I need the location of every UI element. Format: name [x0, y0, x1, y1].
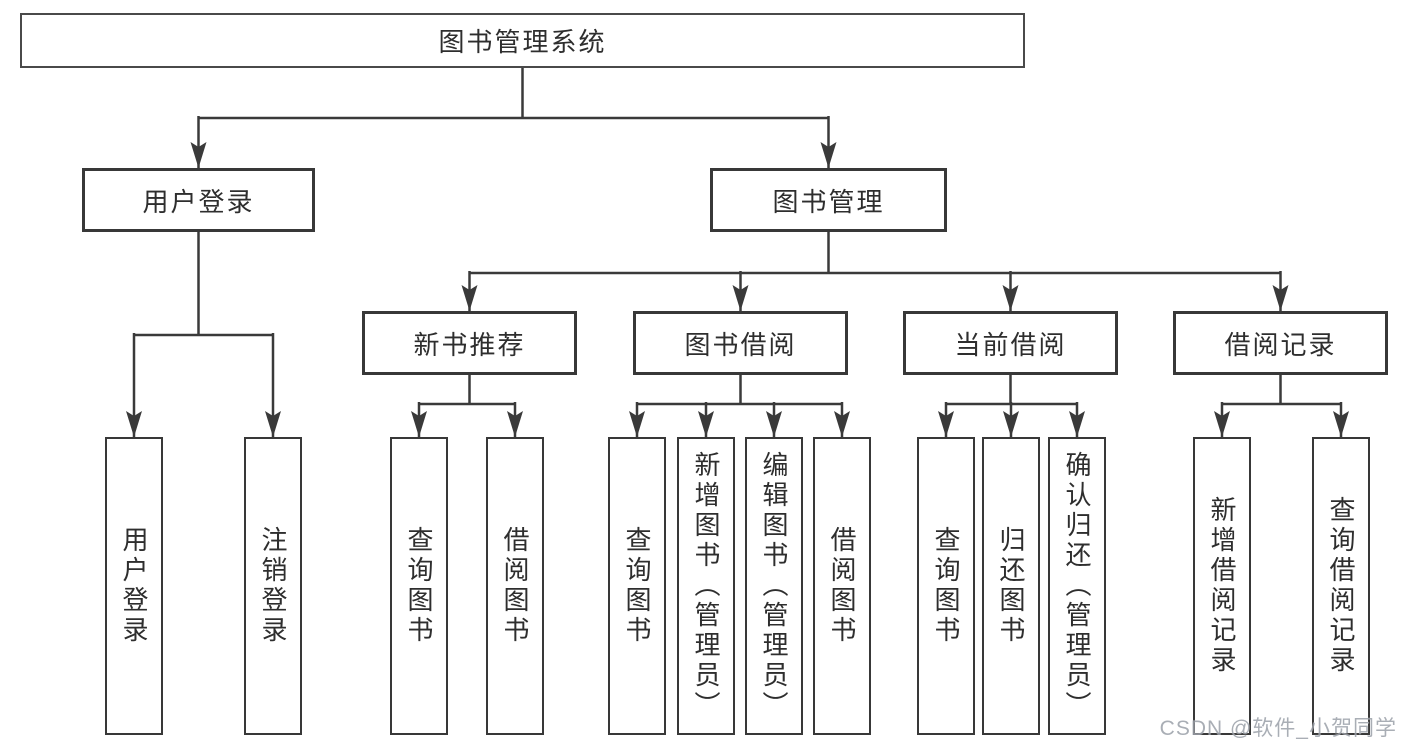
node-root-system: 图书管理系统 — [20, 13, 1025, 68]
csdn-watermark: CSDN @软件_小贺同学 — [1159, 717, 1397, 740]
leaf-current-confirm-return-admin: 确认归还（管理员） — [1048, 437, 1106, 735]
leaf-recommend-borrow-books: 借阅图书 — [486, 437, 544, 735]
leaf-recommend-query-books: 查询图书 — [390, 437, 448, 735]
leaf-user-login: 用户登录 — [105, 437, 163, 735]
node-borrowing-records-label: 借阅记录 — [1224, 329, 1337, 360]
leaf-borrowing-add-books-admin-label: 新增图书（管理员） — [691, 451, 721, 721]
node-book-borrowing-label: 图书借阅 — [684, 329, 797, 360]
leaf-recommend-query-books-label: 查询图书 — [404, 526, 434, 646]
leaf-borrowing-query-books: 查询图书 — [608, 437, 666, 735]
connector-current-borrowing — [938, 375, 1085, 437]
leaf-records-add-record-label: 新增借阅记录 — [1207, 496, 1237, 676]
node-current-borrowing-label: 当前借阅 — [954, 329, 1067, 360]
leaf-records-add-record: 新增借阅记录 — [1193, 437, 1251, 735]
node-book-management: 图书管理 — [710, 168, 947, 232]
node-current-borrowing: 当前借阅 — [903, 311, 1118, 375]
leaf-records-query-record: 查询借阅记录 — [1312, 437, 1370, 735]
leaf-borrowing-edit-books-admin-label: 编辑图书（管理员） — [759, 451, 789, 721]
leaf-current-return-books-label: 归还图书 — [996, 526, 1026, 646]
connector-user-login — [126, 232, 281, 437]
leaf-logout-label: 注销登录 — [258, 526, 288, 646]
node-book-borrowing: 图书借阅 — [633, 311, 848, 375]
connector-book-management — [461, 232, 1289, 311]
leaf-user-login-label: 用户登录 — [119, 526, 149, 646]
node-book-management-label: 图书管理 — [772, 186, 885, 217]
node-new-book-recommend-label: 新书推荐 — [413, 329, 526, 360]
leaf-borrowing-query-books-label: 查询图书 — [622, 526, 652, 646]
leaf-logout: 注销登录 — [244, 437, 302, 735]
connector-borrowing-records — [1214, 375, 1349, 437]
node-user-login: 用户登录 — [82, 168, 315, 232]
connector-root — [190, 68, 837, 168]
leaf-borrowing-add-books-admin: 新增图书（管理员） — [677, 437, 735, 735]
leaf-records-query-record-label: 查询借阅记录 — [1326, 496, 1356, 676]
node-root-label: 图书管理系统 — [438, 27, 607, 57]
leaf-current-query-books-label: 查询图书 — [931, 526, 961, 646]
connector-new-book-recommend — [411, 375, 523, 437]
leaf-current-return-books: 归还图书 — [982, 437, 1040, 735]
leaf-borrowing-borrow-books-label: 借阅图书 — [827, 526, 857, 646]
leaf-current-confirm-return-admin-label: 确认归还（管理员） — [1062, 451, 1092, 721]
connector-book-borrowing — [629, 375, 850, 437]
leaf-borrowing-borrow-books: 借阅图书 — [813, 437, 871, 735]
node-borrowing-records: 借阅记录 — [1173, 311, 1388, 375]
leaf-recommend-borrow-books-label: 借阅图书 — [500, 526, 530, 646]
leaf-borrowing-edit-books-admin: 编辑图书（管理员） — [745, 437, 803, 735]
node-user-login-label: 用户登录 — [142, 186, 255, 217]
node-new-book-recommend: 新书推荐 — [362, 311, 577, 375]
leaf-current-query-books: 查询图书 — [917, 437, 975, 735]
